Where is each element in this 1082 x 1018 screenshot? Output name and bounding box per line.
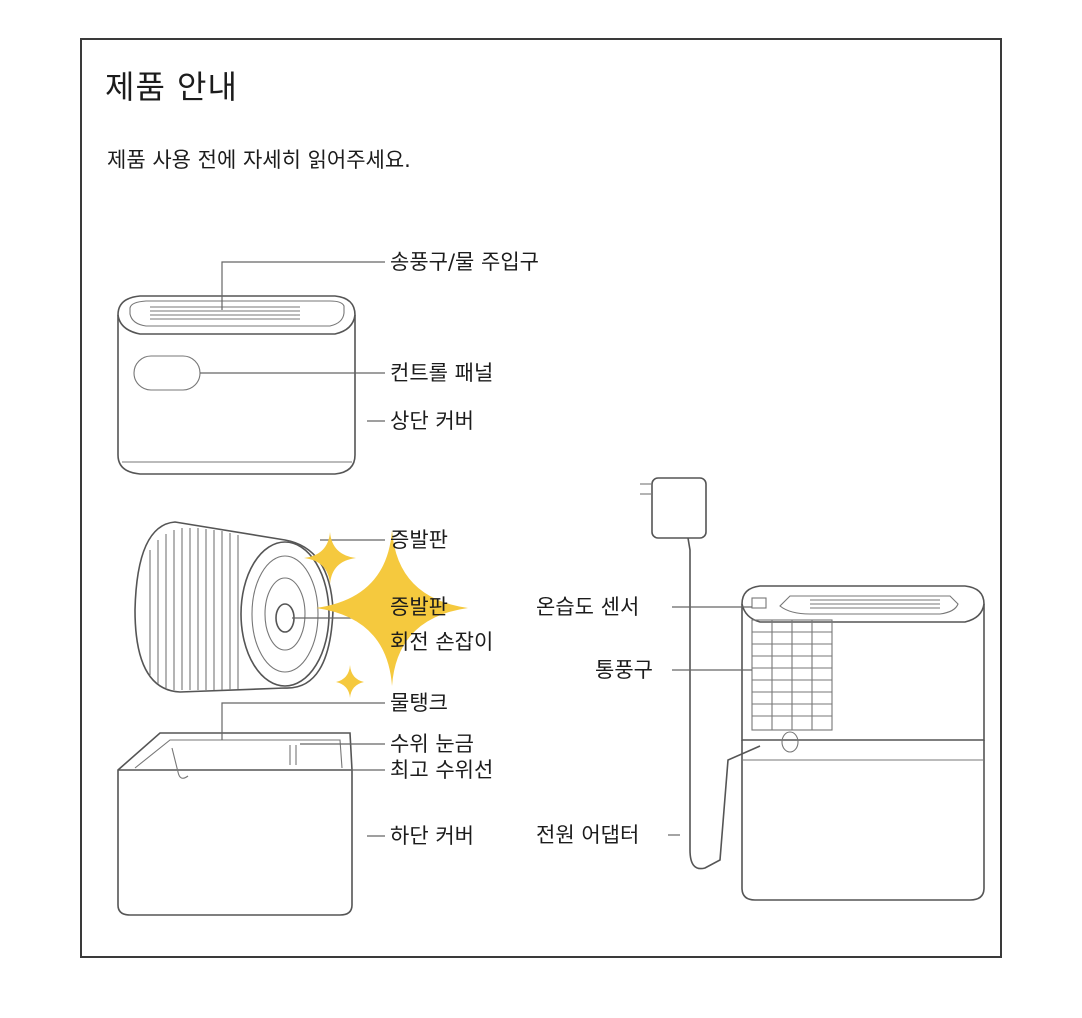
water-tank-drawing (117, 732, 353, 916)
label-max-water-line: 최고 수위선 (390, 758, 494, 782)
humidifier-assembled-drawing (741, 585, 985, 901)
label-bottom-cover: 하단 커버 (390, 824, 474, 848)
label-outlet: 송풍구/물 주입구 (390, 250, 539, 274)
evaporator-drawing (134, 521, 334, 693)
label-humidity-sensor: 온습도 센서 (536, 595, 640, 619)
label-evaporator-knob-line1: 증발판 (390, 595, 448, 619)
label-top-cover: 상단 커버 (390, 409, 474, 433)
label-evaporator-knob-line2: 회전 손잡이 (390, 630, 494, 654)
diagram-frame (80, 38, 1002, 958)
label-control-panel: 컨트롤 패널 (390, 361, 494, 385)
top-cover-drawing (117, 295, 356, 475)
page-title: 제품 안내 (105, 68, 238, 106)
label-water-tank: 물탱크 (390, 691, 448, 715)
label-evaporator: 증발판 (390, 528, 448, 552)
label-water-gauge: 수위 눈금 (390, 732, 474, 756)
sparkle-decoration (304, 530, 468, 698)
label-vent: 통풍구 (595, 658, 653, 682)
power-adapter-drawing (640, 477, 761, 870)
page-subtitle: 제품 사용 전에 자세히 읽어주세요. (107, 148, 411, 172)
leader-lines (200, 261, 752, 837)
label-power-adapter: 전원 어댑터 (536, 823, 640, 847)
